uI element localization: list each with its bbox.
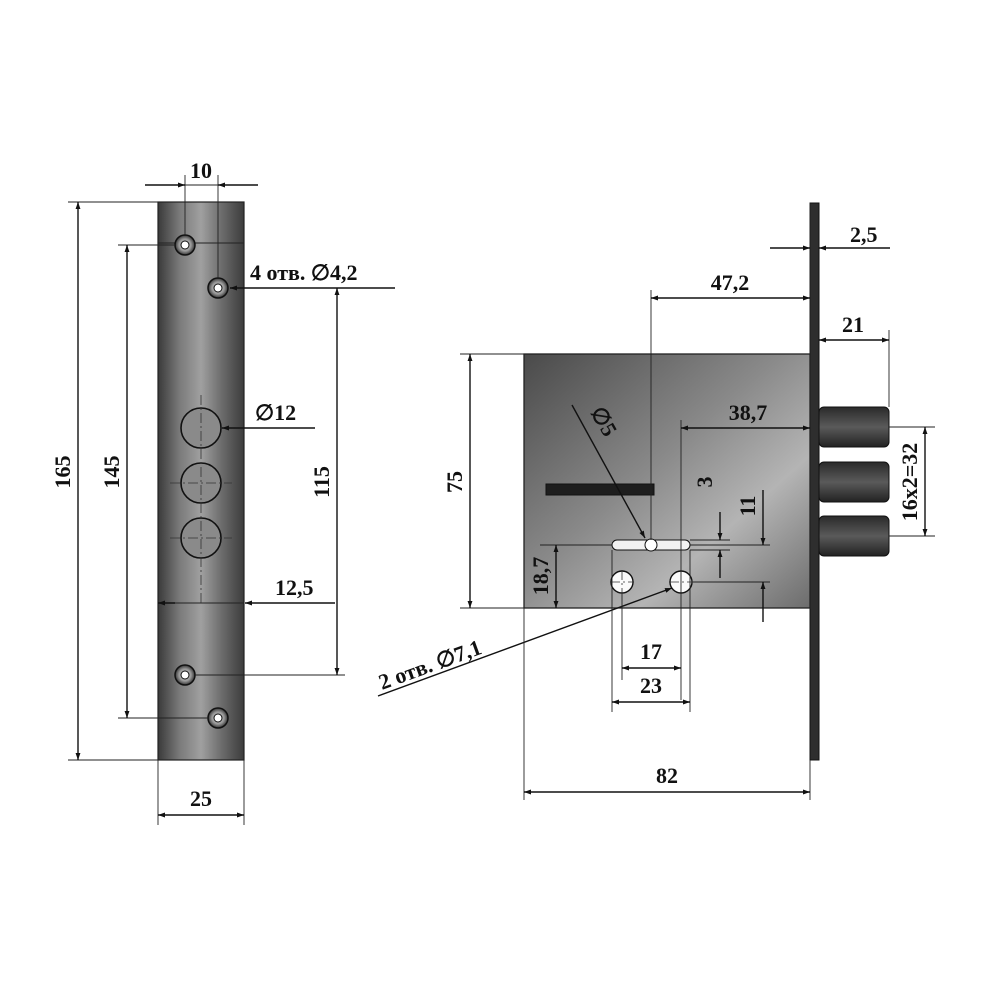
dim-key-offset: 38,7 xyxy=(729,400,768,425)
dim-backset: 47,2 xyxy=(711,270,750,295)
dim-18-7: 18,7 xyxy=(528,557,553,596)
dim-body-width: 82 xyxy=(656,763,678,788)
lock-body xyxy=(523,353,811,609)
internal-slot xyxy=(545,483,655,496)
front-plate xyxy=(809,202,820,761)
front-view: 10 4 отв. ∅4,2 ∅12 12,5 165 145 115 xyxy=(50,158,395,825)
dim-body-height: 75 xyxy=(442,471,467,493)
screw-hole xyxy=(207,277,229,299)
pin xyxy=(644,538,658,552)
dim-height-total: 165 xyxy=(50,456,75,489)
dim-10: 10 xyxy=(190,158,212,183)
dim-11: 11 xyxy=(735,496,760,517)
dim-bolt-length: 21 xyxy=(842,312,864,337)
dim-span-115: 115 xyxy=(309,466,334,498)
dim-cylinder-diam: ∅12 xyxy=(255,400,296,425)
dim-plate-thickness: 2,5 xyxy=(850,222,878,247)
dim-height-mid: 145 xyxy=(99,456,124,489)
dim-17: 17 xyxy=(640,639,662,664)
screw-hole xyxy=(174,234,196,256)
bolt xyxy=(818,406,890,448)
bolt xyxy=(818,515,890,557)
screw-hole xyxy=(174,664,196,686)
screw-hole xyxy=(207,707,229,729)
dim-23: 23 xyxy=(640,673,662,698)
dim-width-bottom: 25 xyxy=(190,786,212,811)
dim-bolt-spacing: 16x2=32 xyxy=(897,443,922,522)
side-view: 2,5 47,2 21 38,7 16x2=32 75 3 xyxy=(375,202,935,800)
dim-holes-note-2: 2 отв. ∅7,1 xyxy=(375,634,485,694)
dim-holes-note: 4 отв. ∅4,2 xyxy=(250,260,358,285)
bolt xyxy=(818,461,890,503)
dim-offset: 12,5 xyxy=(275,575,314,600)
dim-slot-height: 3 xyxy=(692,477,717,488)
